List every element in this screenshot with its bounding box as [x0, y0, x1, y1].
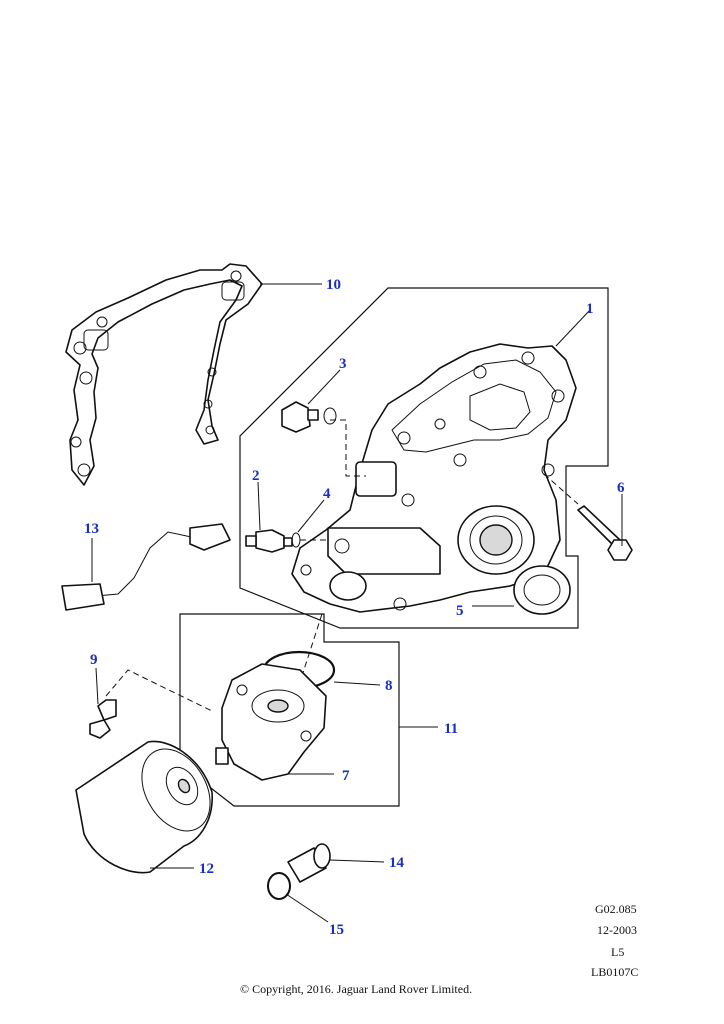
front-cover-gasket-10 [65, 263, 263, 486]
oil-pump-assembly-outline [239, 287, 609, 629]
leader-15 [285, 893, 329, 923]
alignment-line-9 [105, 669, 215, 713]
drawing-number: LB0107C [591, 965, 638, 979]
alignment-line-3 [330, 419, 366, 477]
bolt-9 [89, 699, 117, 739]
wiring-harness-13 [61, 523, 231, 611]
leader-8 [333, 681, 381, 686]
callout-14: 14 [389, 855, 405, 871]
callout-5: 5 [456, 603, 464, 619]
drawing-date: 12-2003 [597, 923, 637, 937]
copyright-notice: © Copyright, 2016. Jaguar Land Rover Lim… [240, 982, 472, 996]
oil-pressure-switch-2 [245, 529, 293, 553]
alignment-line-6 [543, 473, 579, 505]
o-ring-15 [267, 872, 291, 900]
callout-12: 12 [199, 861, 214, 877]
o-ring-4 [323, 407, 337, 425]
callout-8: 8 [385, 678, 393, 694]
oil-filter-housing-7 [215, 663, 327, 781]
oil-filter-12 [75, 740, 213, 874]
o-ring-4b [291, 532, 301, 548]
leader-14 [329, 859, 385, 863]
callout-1: 1 [586, 301, 594, 317]
leader-1 [555, 309, 591, 347]
callout-13: 13 [84, 521, 99, 537]
callout-2: 2 [252, 468, 260, 484]
oil-pump-front-cover-1 [291, 343, 577, 613]
alignment-line-11 [299, 613, 323, 683]
crankshaft-seal-5 [513, 565, 571, 615]
leader-4 [297, 499, 325, 533]
callout-7: 7 [342, 768, 350, 784]
plug-3 [281, 401, 319, 433]
callout-9: 9 [90, 652, 98, 668]
reference-code: G02.085 [595, 902, 637, 916]
adaptor-14 [287, 843, 331, 883]
leader-2 [257, 481, 261, 531]
callout-6: 6 [617, 480, 625, 496]
leader-3 [307, 369, 341, 405]
leader-9 [95, 667, 99, 705]
callout-15: 15 [329, 922, 344, 938]
callout-10: 10 [326, 277, 341, 293]
bolt-6 [577, 505, 633, 561]
engine-code: L5 [611, 945, 624, 959]
callout-11: 11 [444, 721, 458, 737]
callout-3: 3 [339, 356, 347, 372]
callout-4: 4 [323, 486, 331, 502]
